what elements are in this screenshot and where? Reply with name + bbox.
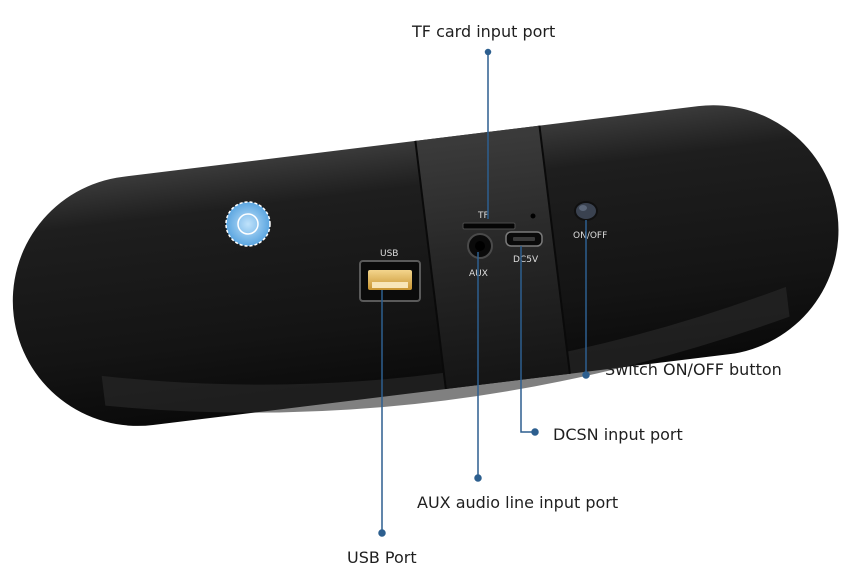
dc-micro-port[interactable] (505, 231, 543, 247)
leader-switch-dot (582, 371, 590, 379)
leader-aux-dot (474, 474, 482, 482)
leader-dcsn (520, 246, 535, 433)
callout-tf-card: TF card input port (412, 22, 556, 41)
band-seam-left (414, 140, 447, 390)
power-button[interactable] (574, 201, 598, 221)
callout-switch: Switch ON/OFF button (605, 360, 782, 379)
leader-dcsn-dot (531, 428, 539, 436)
dc-port-label: DC5V (513, 255, 539, 265)
tf-slot-label: TF (477, 211, 489, 221)
callout-aux: AUX audio line input port (417, 493, 619, 512)
leader-tf-dot (484, 48, 492, 56)
status-led-icon (530, 213, 536, 219)
usb-port-label: USB (380, 249, 398, 259)
leader-lines (378, 48, 590, 537)
power-button-label: ON/OFF (573, 231, 607, 241)
brand-logo-icon (225, 201, 271, 247)
center-band (415, 125, 570, 390)
callout-usb: USB Port (347, 548, 417, 567)
callout-dcsn: DCSN input port (553, 425, 683, 444)
tf-card-slot[interactable] (462, 222, 516, 230)
leader-usb-dot (378, 529, 386, 537)
usb-port[interactable] (359, 260, 421, 302)
speaker-body (12, 105, 839, 426)
band-seam-right (538, 125, 571, 374)
aux-jack[interactable] (467, 233, 493, 259)
